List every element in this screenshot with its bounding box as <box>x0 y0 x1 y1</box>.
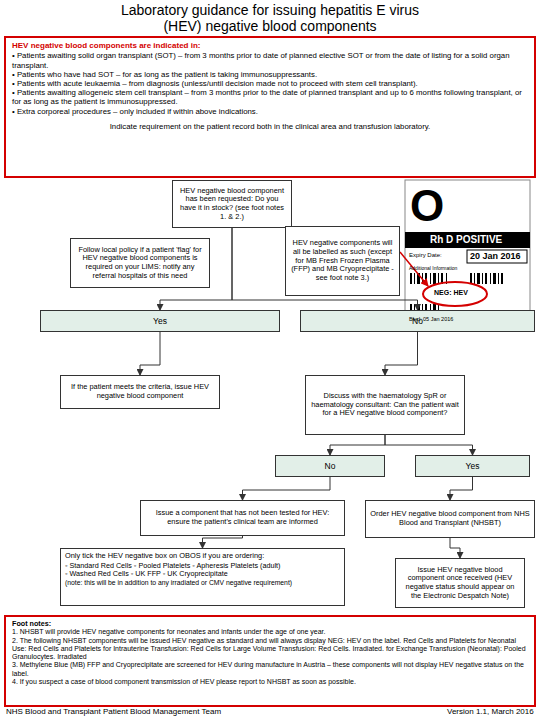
footnote-box: Foot notes:1. NHSBT will provide HEV neg… <box>4 615 536 707</box>
group-band <box>405 232 530 248</box>
flow-connector <box>450 477 473 500</box>
rh-type: Rh D POSITIVE <box>430 233 502 247</box>
box-text: HEV negative blood components are indica… <box>12 41 528 50</box>
barcode <box>410 273 503 314</box>
footer-text: NHS Blood and Transplant Patient Blood M… <box>6 707 221 716</box>
label-value: NEG: HEV <box>434 289 468 296</box>
box-text: Discuss with the haematology SpR or haem… <box>310 392 460 418</box>
criteria-box: HEV negative blood components are indica… <box>4 36 536 178</box>
box-text: Foot notes: <box>12 620 528 628</box>
note-box: HEV negative components will all be labe… <box>285 226 400 296</box>
label-field: Bled: 05 Jan 2016 <box>409 316 453 322</box>
decision-box: Discuss with the haematology SpR or haem… <box>305 375 465 435</box>
question-box: HEV negative blood component has been re… <box>172 180 292 228</box>
answer-box: Yes <box>40 310 280 332</box>
note-box: Only tick the HEV negative box on OBOS i… <box>60 548 345 606</box>
box-text: 2. The following NHSBT components will b… <box>12 637 528 662</box>
box-text: ◦ Washed Red Cells ◦ UK FFP ◦ UK Cryopre… <box>61 570 344 578</box>
blood-group: O <box>410 182 444 230</box>
box-text: (note: this will be in addition to any i… <box>61 579 344 587</box>
box-text: 3. Methylene Blue (MB) FFP and Cryopreci… <box>12 661 528 678</box>
box-text: Follow local policy if a patient 'flag' … <box>75 246 205 281</box>
label-value: 20 Jan 2016 <box>470 251 521 262</box>
label-outline <box>405 180 530 325</box>
box-text: • Patients with acute leukaemia – from d… <box>12 79 528 88</box>
box-text: 4. If you suspect a case of blood compon… <box>12 678 528 686</box>
process-box: Issue a component that has not been test… <box>140 500 345 536</box>
box-text: • Patients awaiting solid organ transpla… <box>12 51 528 69</box>
flow-connector <box>385 435 473 455</box>
box-text: Yes <box>153 316 167 326</box>
flow-connector <box>450 538 460 558</box>
box-text: HEV negative components will all be labe… <box>290 239 395 283</box>
process-box: Issue HEV negative blood component once … <box>395 558 525 608</box>
note-box: Follow local policy if a patient 'flag' … <box>70 238 210 288</box>
flow-connector <box>160 228 232 310</box>
box-text: Only tick the HEV negative box on OBOS i… <box>61 549 344 562</box>
date-frame <box>467 250 527 263</box>
flow-connector <box>140 332 160 375</box>
process-box: If the patient meets the criteria, issue… <box>60 375 220 409</box>
box-text: Indicate requirement on the patient reco… <box>12 122 528 131</box>
box-text: Order HEV negative blood component from … <box>370 510 530 527</box>
box-text: Yes <box>466 461 480 471</box>
highlight-ellipse <box>423 282 487 306</box>
flow-connector <box>243 477 331 500</box>
box-text: • Patients who have had SOT – for as lon… <box>12 70 528 79</box>
label-field: Additional Information <box>409 265 457 271</box>
box-text: • Extra corporeal procedures – only incl… <box>12 107 528 116</box>
page-title: Laboratory guidance for issuing hepatiti… <box>120 2 420 34</box>
answer-box: Yes <box>415 455 530 477</box>
answer-box: No <box>275 455 385 477</box>
flow-connector <box>203 536 243 548</box>
flow-connector <box>232 228 418 310</box>
footer-text: Version 1.1, March 2016 <box>447 707 534 716</box>
flow-connector <box>330 435 385 455</box>
box-text: • Patients awaiting allogeneic stem cell… <box>12 88 528 106</box>
box-text: No <box>325 461 336 471</box>
box-text: Issue a component that has not been test… <box>145 509 340 526</box>
box-text: 1. NHSBT will provide HEV negative compo… <box>12 628 528 636</box>
label-field: Expiry Date: <box>409 252 442 258</box>
box-text: HEV negative blood component has been re… <box>177 187 287 222</box>
box-text: If the patient meets the criteria, issue… <box>65 383 215 400</box>
flow-connector <box>385 332 418 375</box>
box-text: Issue HEV negative blood component once … <box>400 566 520 601</box>
process-box: Order HEV negative blood component from … <box>365 500 535 538</box>
box-text: ◦ Standard Red Cells ◦ Pooled Platelets … <box>61 562 344 570</box>
